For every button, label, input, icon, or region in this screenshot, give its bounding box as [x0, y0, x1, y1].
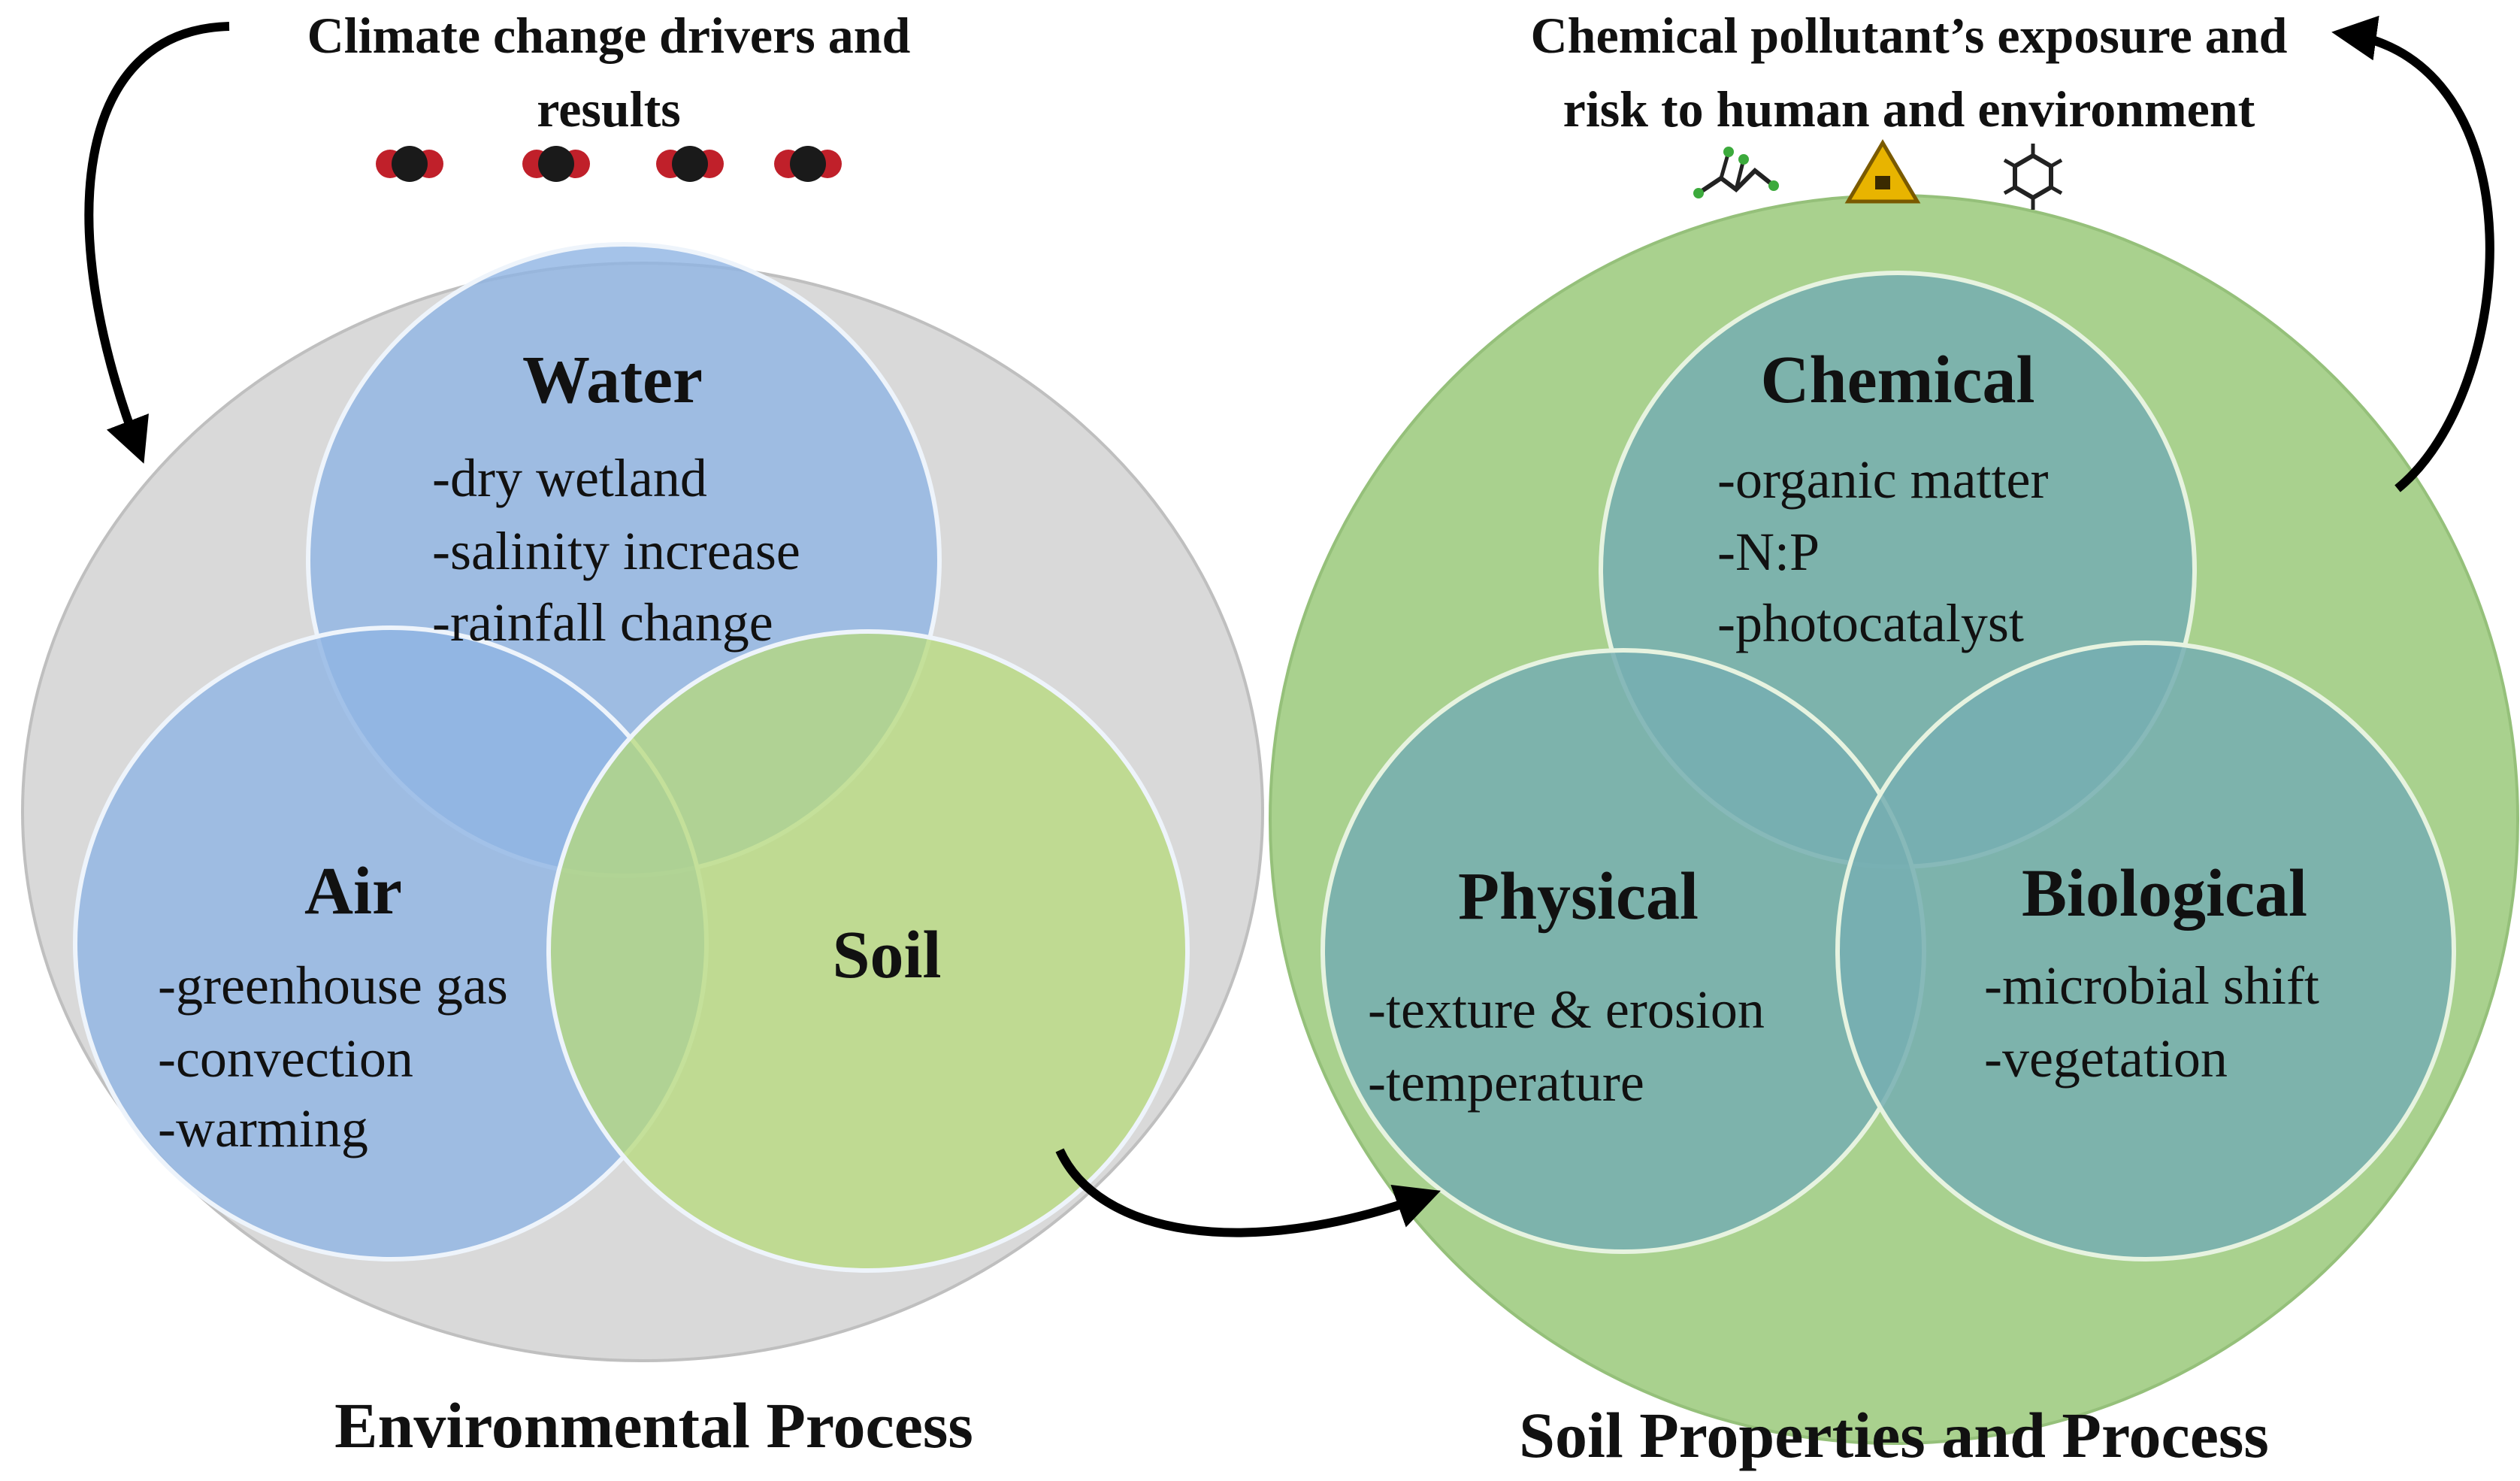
- co2-molecule-icon: [522, 146, 590, 182]
- physical-circle: [1321, 648, 1926, 1254]
- water-item: -rainfall change: [432, 592, 773, 653]
- climate-drivers-caption: Climate change drivers and: [307, 7, 911, 64]
- pollutant-exposure-caption: Chemical pollutant’s exposure and: [1531, 7, 2288, 64]
- chemical-item: -N:P: [1717, 522, 1820, 582]
- chemical-item: -photocatalyst: [1717, 593, 2024, 653]
- water-item: -salinity increase: [432, 521, 800, 581]
- soil-properties-title: Soil Properties and Process: [1519, 1399, 2269, 1471]
- pollutant-icon-row: [1693, 139, 2063, 210]
- pollutant-exposure-arrow: [2331, 15, 2494, 492]
- soil-to-properties-arrow: [1055, 1148, 1441, 1237]
- chemical-item: -organic matter: [1717, 450, 2048, 510]
- water-item: -dry wetland: [432, 448, 707, 508]
- environmental-process-title: Environmental Process: [334, 1389, 973, 1461]
- hazard-triangle-icon: [1844, 139, 1921, 204]
- benzene-ring-icon: [2003, 144, 2063, 210]
- biological-item: -microbial shift: [1984, 956, 2319, 1016]
- environmental-process-panel: Water -dry wetland -salinity increase -r…: [21, 242, 1264, 1461]
- pollutant-exposure-caption: risk to human and environment: [1563, 80, 2255, 138]
- soil-heading: Soil: [832, 918, 941, 992]
- physical-heading: Physical: [1458, 859, 1699, 934]
- air-item: -greenhouse gas: [158, 956, 508, 1016]
- co2-molecule-icon: [774, 146, 842, 182]
- climate-drivers-arrow: [84, 22, 230, 464]
- soil-circle: [546, 629, 1190, 1273]
- air-item: -warming: [158, 1098, 368, 1158]
- air-item: -convection: [158, 1028, 413, 1089]
- physical-item: -temperature: [1368, 1052, 1644, 1113]
- pesticide-molecule-icon: [1693, 147, 1779, 198]
- climate-drivers-caption: results: [537, 80, 680, 138]
- soil-properties-panel: Chemical -organic matter -N:P -photocata…: [1269, 194, 2519, 1471]
- co2-molecule-icon: [376, 146, 443, 182]
- water-heading: Water: [522, 343, 703, 417]
- physical-item: -texture & erosion: [1368, 980, 1765, 1040]
- biological-item: -vegetation: [1984, 1028, 2228, 1089]
- biological-circle: [1835, 641, 2456, 1261]
- co2-icon-row: [376, 146, 842, 182]
- chemical-heading: Chemical: [1761, 343, 2035, 417]
- air-heading: Air: [304, 854, 402, 928]
- co2-molecule-icon: [656, 146, 724, 182]
- biological-heading: Biological: [2022, 856, 2307, 931]
